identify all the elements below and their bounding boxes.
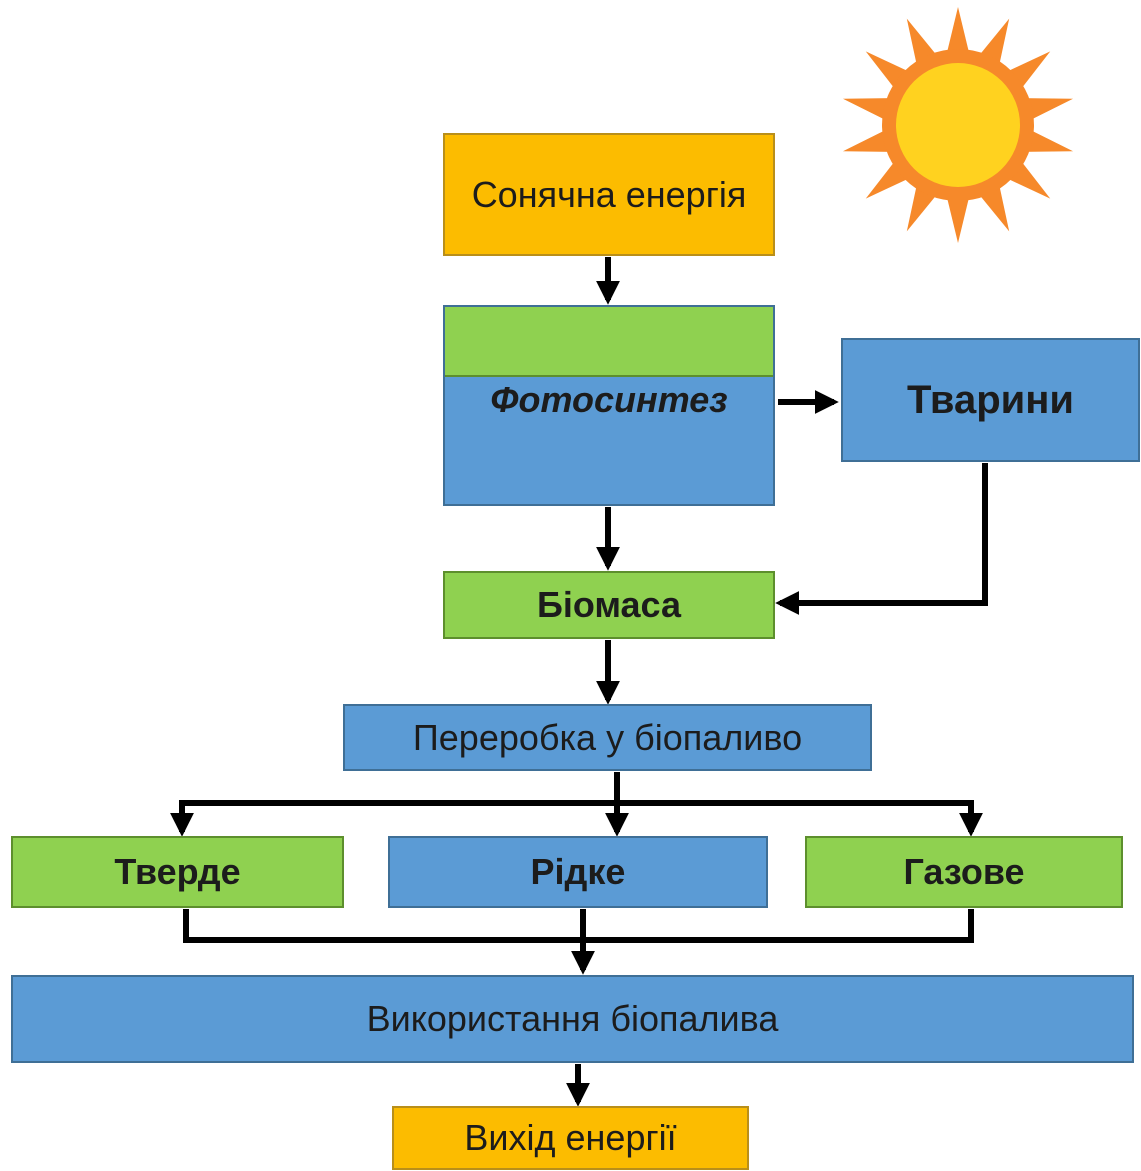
sun-ray <box>842 128 894 152</box>
biofuel-use-label: Використання біопалива <box>366 998 779 1039</box>
sun-ray <box>842 98 894 122</box>
gaseous-fuel-label: Газове <box>903 851 1025 892</box>
arrow-animals-to-biomass <box>775 463 988 615</box>
energy-output-box: Вихід енергії <box>392 1106 749 1170</box>
animals-label: Тварини <box>907 377 1074 422</box>
solar-energy-label: Сонячна енергія <box>471 173 747 215</box>
liquid-fuel-box: Рідке <box>388 836 768 908</box>
sun-ray <box>946 193 970 243</box>
animals-box: Тварини <box>841 338 1140 462</box>
energy-output-label: Вихід енергії <box>464 1117 677 1158</box>
gaseous-fuel-box: Газове <box>805 836 1123 908</box>
liquid-fuel-label: Рідке <box>530 851 626 892</box>
photosynthesis-label: Фотосинтез <box>490 379 728 420</box>
biomass-label: Біомаса <box>536 584 682 625</box>
photosynthesis-band <box>445 307 773 377</box>
biofuel-use-box: Використання біопалива <box>11 975 1134 1063</box>
biomass-box: Біомаса <box>443 571 775 639</box>
solid-fuel-label: Тверде <box>114 851 241 892</box>
solar-energy-box: Сонячна енергія <box>443 133 775 256</box>
solid-fuel-box: Тверде <box>11 836 344 908</box>
photosynthesis-box: Фотосинтез <box>443 305 775 506</box>
sun-ray <box>946 7 970 57</box>
sun-ray <box>1022 128 1074 152</box>
processing-box: Переробка у біопаливо <box>343 704 872 771</box>
processing-label: Переробка у біопаливо <box>412 716 803 758</box>
sun-ray <box>1022 98 1074 122</box>
sun-icon <box>842 7 1074 243</box>
